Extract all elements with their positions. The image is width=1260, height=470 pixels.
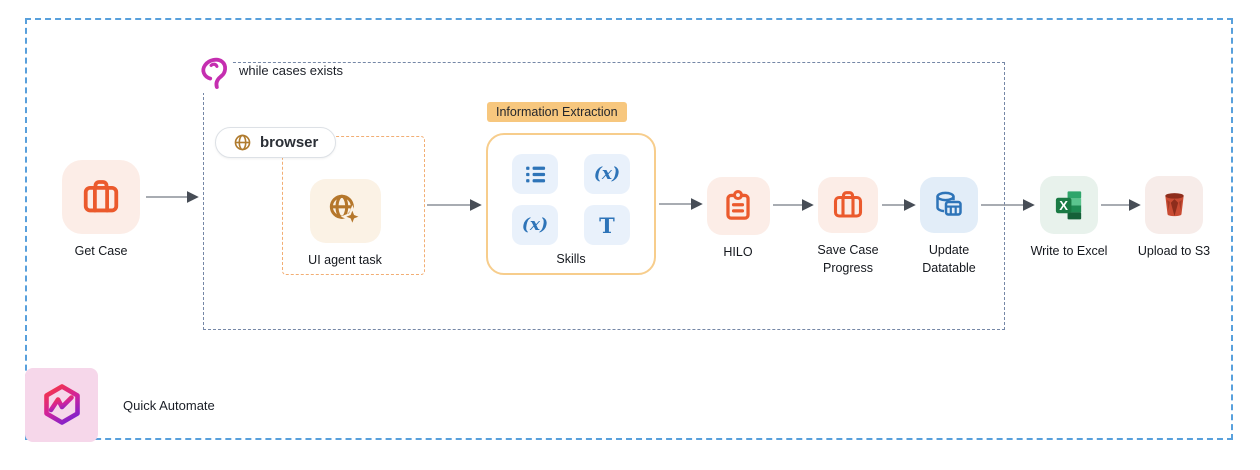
node-ui-agent-task[interactable]: UI agent task xyxy=(285,179,405,270)
brand-label: Quick Automate xyxy=(123,397,215,413)
function-x-icon[interactable]: (x) xyxy=(584,154,630,194)
loop-container[interactable] xyxy=(203,62,1005,330)
node-update-datatable[interactable]: Update Datatable xyxy=(909,177,989,277)
node-label: Save Case Progress xyxy=(817,243,879,275)
node-label: UI agent task xyxy=(308,253,382,267)
text-icon[interactable]: T xyxy=(584,205,630,245)
excel-icon[interactable]: X xyxy=(1040,176,1098,234)
node-label: Write to Excel xyxy=(1030,244,1108,258)
quick-automate-logo xyxy=(25,368,98,442)
globe-sparkle-icon[interactable] xyxy=(309,179,381,243)
skills-label: Skills xyxy=(556,252,586,266)
skills-grid: (x) (x) T xyxy=(512,154,630,245)
node-label: HILO xyxy=(723,245,753,259)
node-label: Get Case xyxy=(74,244,128,258)
s3-bucket-icon[interactable] xyxy=(1145,176,1203,234)
node-write-to-excel[interactable]: X Write to Excel xyxy=(1009,176,1129,261)
loop-header[interactable]: while cases exists xyxy=(196,51,343,93)
node-label: Upload to S3 xyxy=(1137,244,1211,258)
information-extraction-label: Information Extraction xyxy=(487,102,627,122)
node-get-case[interactable]: Get Case xyxy=(41,160,161,261)
globe-icon xyxy=(233,133,252,152)
function-x-icon[interactable]: (x) xyxy=(512,205,558,245)
node-skills-group[interactable]: (x) (x) T Skills xyxy=(486,133,656,275)
loop-label: while cases exists xyxy=(239,63,344,78)
browser-group-pill[interactable]: browser xyxy=(215,127,337,158)
node-hilo[interactable]: HILO xyxy=(678,177,798,262)
svg-text:X: X xyxy=(1059,198,1068,213)
node-label: Update Datatable xyxy=(922,243,976,275)
clipboard-icon[interactable] xyxy=(706,177,770,235)
briefcase-icon[interactable] xyxy=(818,177,878,233)
browser-group-frame xyxy=(282,136,425,275)
briefcase-icon[interactable] xyxy=(62,160,140,234)
node-save-case-progress[interactable]: Save Case Progress xyxy=(808,177,888,277)
browser-pill-label: browser xyxy=(260,134,319,151)
automation-boundary xyxy=(25,18,1233,440)
brand-badge: Quick Automate xyxy=(25,368,215,442)
list-icon[interactable] xyxy=(512,154,558,194)
loop-icon xyxy=(196,51,232,93)
node-upload-to-s3[interactable]: Upload to S3 xyxy=(1114,176,1234,261)
database-table-icon[interactable] xyxy=(920,177,978,233)
